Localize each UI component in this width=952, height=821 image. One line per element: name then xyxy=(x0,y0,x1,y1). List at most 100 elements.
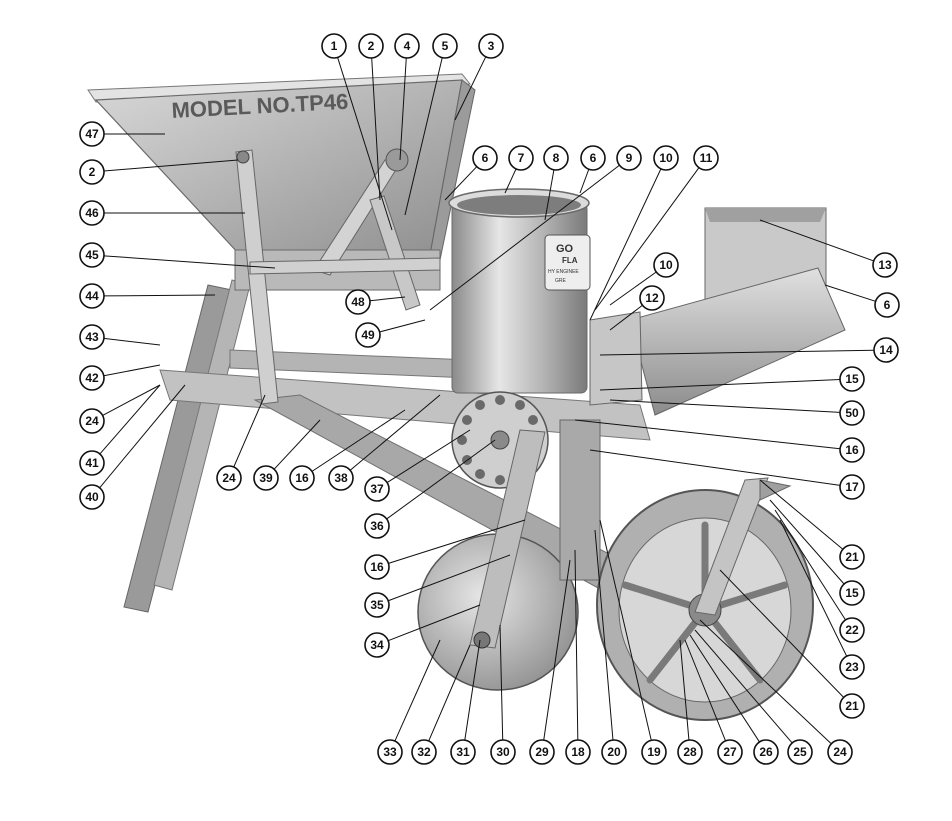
callout-c25: 25 xyxy=(787,739,813,765)
callout-bubble xyxy=(787,739,813,765)
callout-number: 39 xyxy=(259,471,273,485)
callout-bubble xyxy=(79,283,105,309)
leader-line-c49 xyxy=(379,319,426,333)
callout-bubble xyxy=(364,632,390,658)
callout-number: 15 xyxy=(845,586,859,600)
leader-line-c14 xyxy=(599,349,875,356)
callout-bubble xyxy=(79,200,105,226)
leader-line-c6b xyxy=(579,169,590,194)
leader-line-c20 xyxy=(594,529,614,741)
leader-line-c32 xyxy=(428,644,471,742)
callout-c10a: 10 xyxy=(653,145,679,171)
callout-c5: 5 xyxy=(432,33,458,59)
pivot-bolt xyxy=(385,148,409,172)
callout-bubble xyxy=(328,465,354,491)
callout-number: 24 xyxy=(222,471,236,485)
adjustment-bar xyxy=(249,257,441,275)
leader-line-c48 xyxy=(369,296,406,302)
callout-c16c: 16 xyxy=(289,465,315,491)
callout-number: 27 xyxy=(723,745,737,759)
brand-plate xyxy=(544,234,591,291)
callout-bubble xyxy=(79,159,105,185)
callout-c23: 23 xyxy=(839,654,865,680)
leader-line-c17 xyxy=(589,449,841,486)
callout-c2a: 2 xyxy=(358,33,384,59)
callout-c4: 4 xyxy=(394,33,420,59)
callout-bubble xyxy=(508,145,534,171)
callout-c48: 48 xyxy=(345,289,371,315)
callout-c24b: 24 xyxy=(216,465,242,491)
callout-bubble xyxy=(358,33,384,59)
callout-c24a: 24 xyxy=(827,739,853,765)
leader-line-c24a xyxy=(699,619,832,745)
callout-c28: 28 xyxy=(677,739,703,765)
callout-bubble xyxy=(345,289,371,315)
side-dresser-box-top xyxy=(705,208,826,222)
callout-number: 12 xyxy=(645,291,659,305)
leader-line-c39 xyxy=(273,419,321,470)
callout-c12: 12 xyxy=(639,285,665,311)
callout-c44: 44 xyxy=(79,283,105,309)
callout-bubble xyxy=(394,33,420,59)
leader-line-c36 xyxy=(386,439,496,520)
leader-line-c28 xyxy=(679,639,690,741)
leader-line-c40 xyxy=(99,384,186,489)
leader-line-c5 xyxy=(404,57,443,216)
callout-bubble xyxy=(364,476,390,502)
callout-number: 46 xyxy=(85,206,99,220)
callout-bubble xyxy=(79,408,105,434)
leader-line-c16a xyxy=(574,419,841,450)
callout-c16b: 16 xyxy=(364,554,390,580)
seed-can-opening xyxy=(457,195,581,215)
callout-bubble xyxy=(839,400,865,426)
leader-line-c6c xyxy=(824,284,876,302)
callout-bubble xyxy=(839,580,865,606)
left-front-leg xyxy=(123,284,233,613)
leader-line-c15a xyxy=(599,379,841,391)
callout-c39: 39 xyxy=(253,465,279,491)
callout-number: 6 xyxy=(590,151,597,165)
leader-line-c44 xyxy=(103,294,216,297)
callout-number: 1 xyxy=(331,39,338,53)
leader-line-c24b xyxy=(233,394,266,468)
callout-number: 13 xyxy=(878,258,892,272)
callout-number: 47 xyxy=(85,127,99,141)
leader-line-c43 xyxy=(103,337,161,346)
leader-line-c35 xyxy=(388,554,511,602)
callout-number: 21 xyxy=(845,550,859,564)
callout-number: 24 xyxy=(85,414,99,428)
callout-c40: 40 xyxy=(79,484,105,510)
leader-line-c8 xyxy=(544,169,555,221)
callout-bubble xyxy=(364,592,390,618)
callout-bubble xyxy=(839,474,865,500)
callout-bubble xyxy=(874,292,900,318)
callout-c10b: 10 xyxy=(653,252,679,278)
callout-number: 38 xyxy=(334,471,348,485)
callout-number: 16 xyxy=(370,560,384,574)
leader-line-c24c xyxy=(102,384,161,416)
callout-number: 30 xyxy=(496,745,510,759)
callout-number: 23 xyxy=(845,660,859,674)
callout-bubble xyxy=(432,33,458,59)
leader-line-c12 xyxy=(609,304,643,331)
callout-number: 49 xyxy=(361,328,375,342)
callout-c13: 13 xyxy=(872,252,898,278)
callout-number: 17 xyxy=(845,480,859,494)
callout-bubble xyxy=(839,654,865,680)
leader-line-c34 xyxy=(388,604,481,642)
callout-number: 14 xyxy=(879,343,893,357)
callout-number: 19 xyxy=(647,745,661,759)
callout-c15b: 15 xyxy=(839,580,865,606)
callout-c31: 31 xyxy=(450,739,476,765)
brand-plate-line-2: FLA xyxy=(562,256,578,265)
leader-line-c42 xyxy=(103,364,161,377)
callout-bubble xyxy=(411,739,437,765)
callout-number: 24 xyxy=(833,745,847,759)
callout-bubble xyxy=(289,465,315,491)
leader-line-c22 xyxy=(774,509,846,621)
callout-bubble xyxy=(364,513,390,539)
callout-c11: 11 xyxy=(693,145,719,171)
callout-number: 21 xyxy=(845,699,859,713)
callout-number: 2 xyxy=(368,39,375,53)
